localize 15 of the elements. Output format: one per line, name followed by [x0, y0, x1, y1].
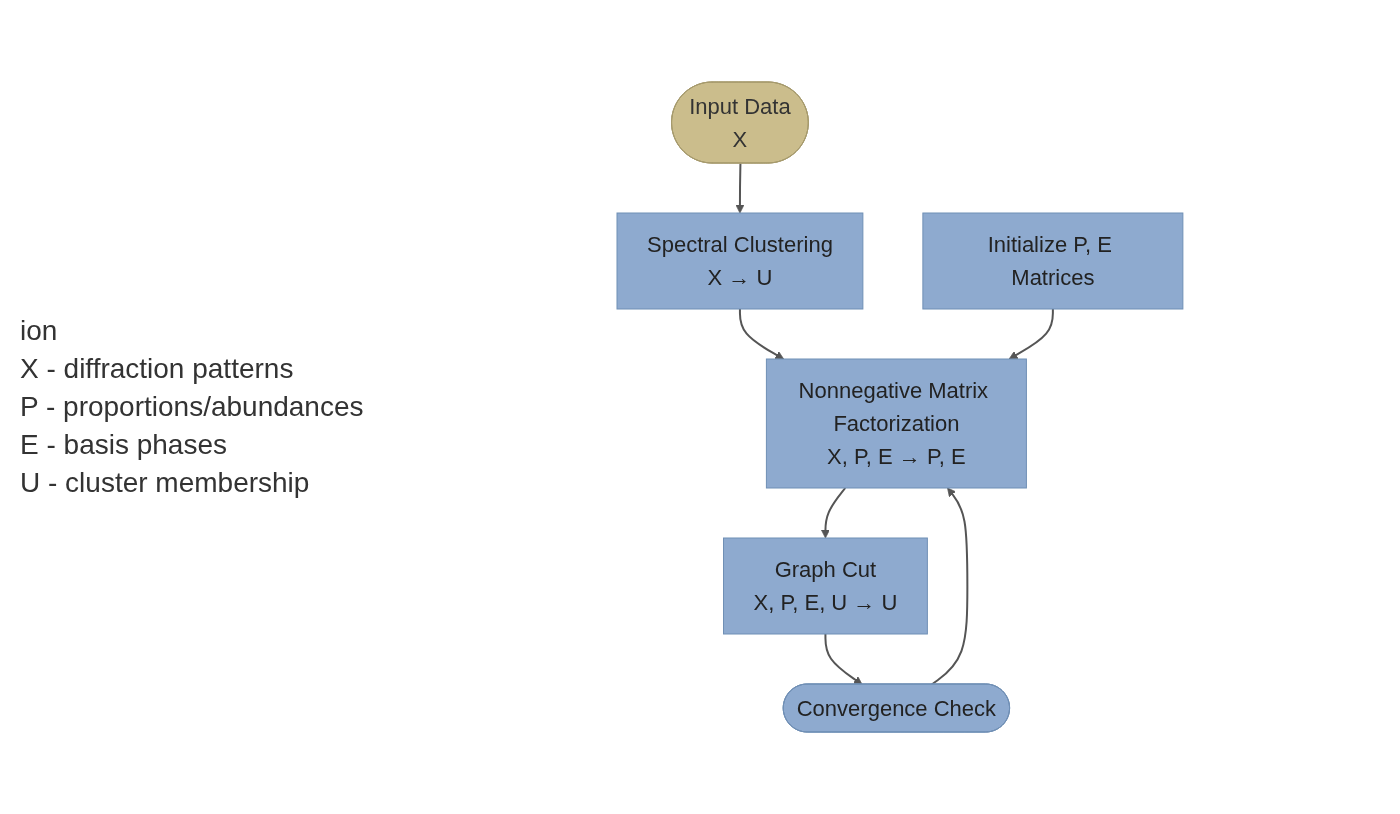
note-text: X - diffraction patterns — [20, 353, 295, 385]
arrow — [824, 633, 863, 685]
arrow — [735, 162, 745, 214]
node-box: Graph Cut X, P, E, U → U — [723, 537, 928, 635]
node-box: Spectral Clustering X → U — [616, 212, 864, 310]
note-text: E - basis phases — [20, 429, 228, 461]
arrow — [821, 487, 847, 539]
note-text: U - cluster membership — [20, 467, 311, 499]
arrow — [1008, 308, 1054, 360]
note-text: P - proportions/abundances — [20, 391, 365, 423]
node-box: Initialize P, E Matrices — [922, 212, 1184, 310]
arrow — [930, 487, 969, 686]
node-box: Nonnegative Matrix Factorization X, P, E → P, E — [765, 358, 1027, 489]
arrow — [739, 308, 785, 360]
note-text: ion — [20, 315, 59, 347]
